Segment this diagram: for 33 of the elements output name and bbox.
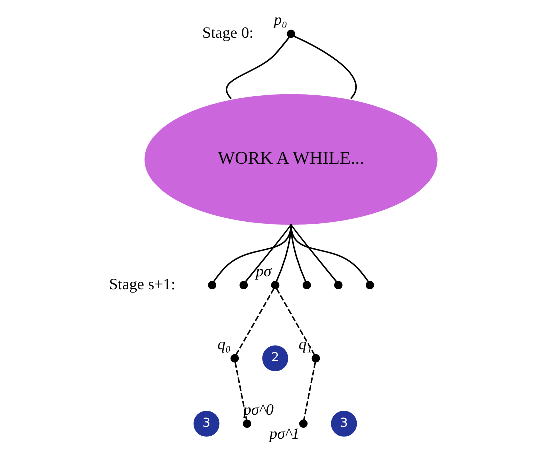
node-circle: 3 [330, 410, 357, 436]
node-circle: 2 [262, 345, 288, 372]
node-circle [239, 280, 248, 290]
node-label: q₁ [298, 336, 312, 354]
connector [276, 288, 315, 355]
node-ellipse: WORK A WHILE... [144, 94, 438, 225]
node-circle [286, 29, 295, 38]
connector [302, 362, 316, 420]
node-circle [334, 280, 342, 290]
node-circle: 3 [193, 410, 220, 436]
node-circle [298, 419, 308, 428]
label: Stage s+1: [108, 276, 176, 294]
node-label: q₀ [217, 336, 231, 354]
node-label: p₀ [274, 12, 287, 28]
connector [234, 362, 247, 420]
node-label: pσ [256, 262, 272, 280]
node-circle [302, 280, 311, 290]
connector [293, 35, 356, 99]
connector [290, 224, 369, 282]
node-label: pσ^1 [269, 426, 300, 443]
node-circle [242, 419, 252, 428]
node-circle [230, 354, 239, 362]
label: Stage 0: [202, 24, 254, 42]
node-circle [270, 280, 280, 290]
connector [212, 224, 292, 282]
connector [244, 224, 292, 282]
connector [290, 224, 337, 282]
node-circle [365, 280, 374, 290]
connector [226, 36, 290, 99]
node-circle [208, 280, 216, 290]
node-label: pσ^0 [243, 401, 274, 418]
node-circle [311, 354, 320, 362]
connector [235, 288, 274, 355]
